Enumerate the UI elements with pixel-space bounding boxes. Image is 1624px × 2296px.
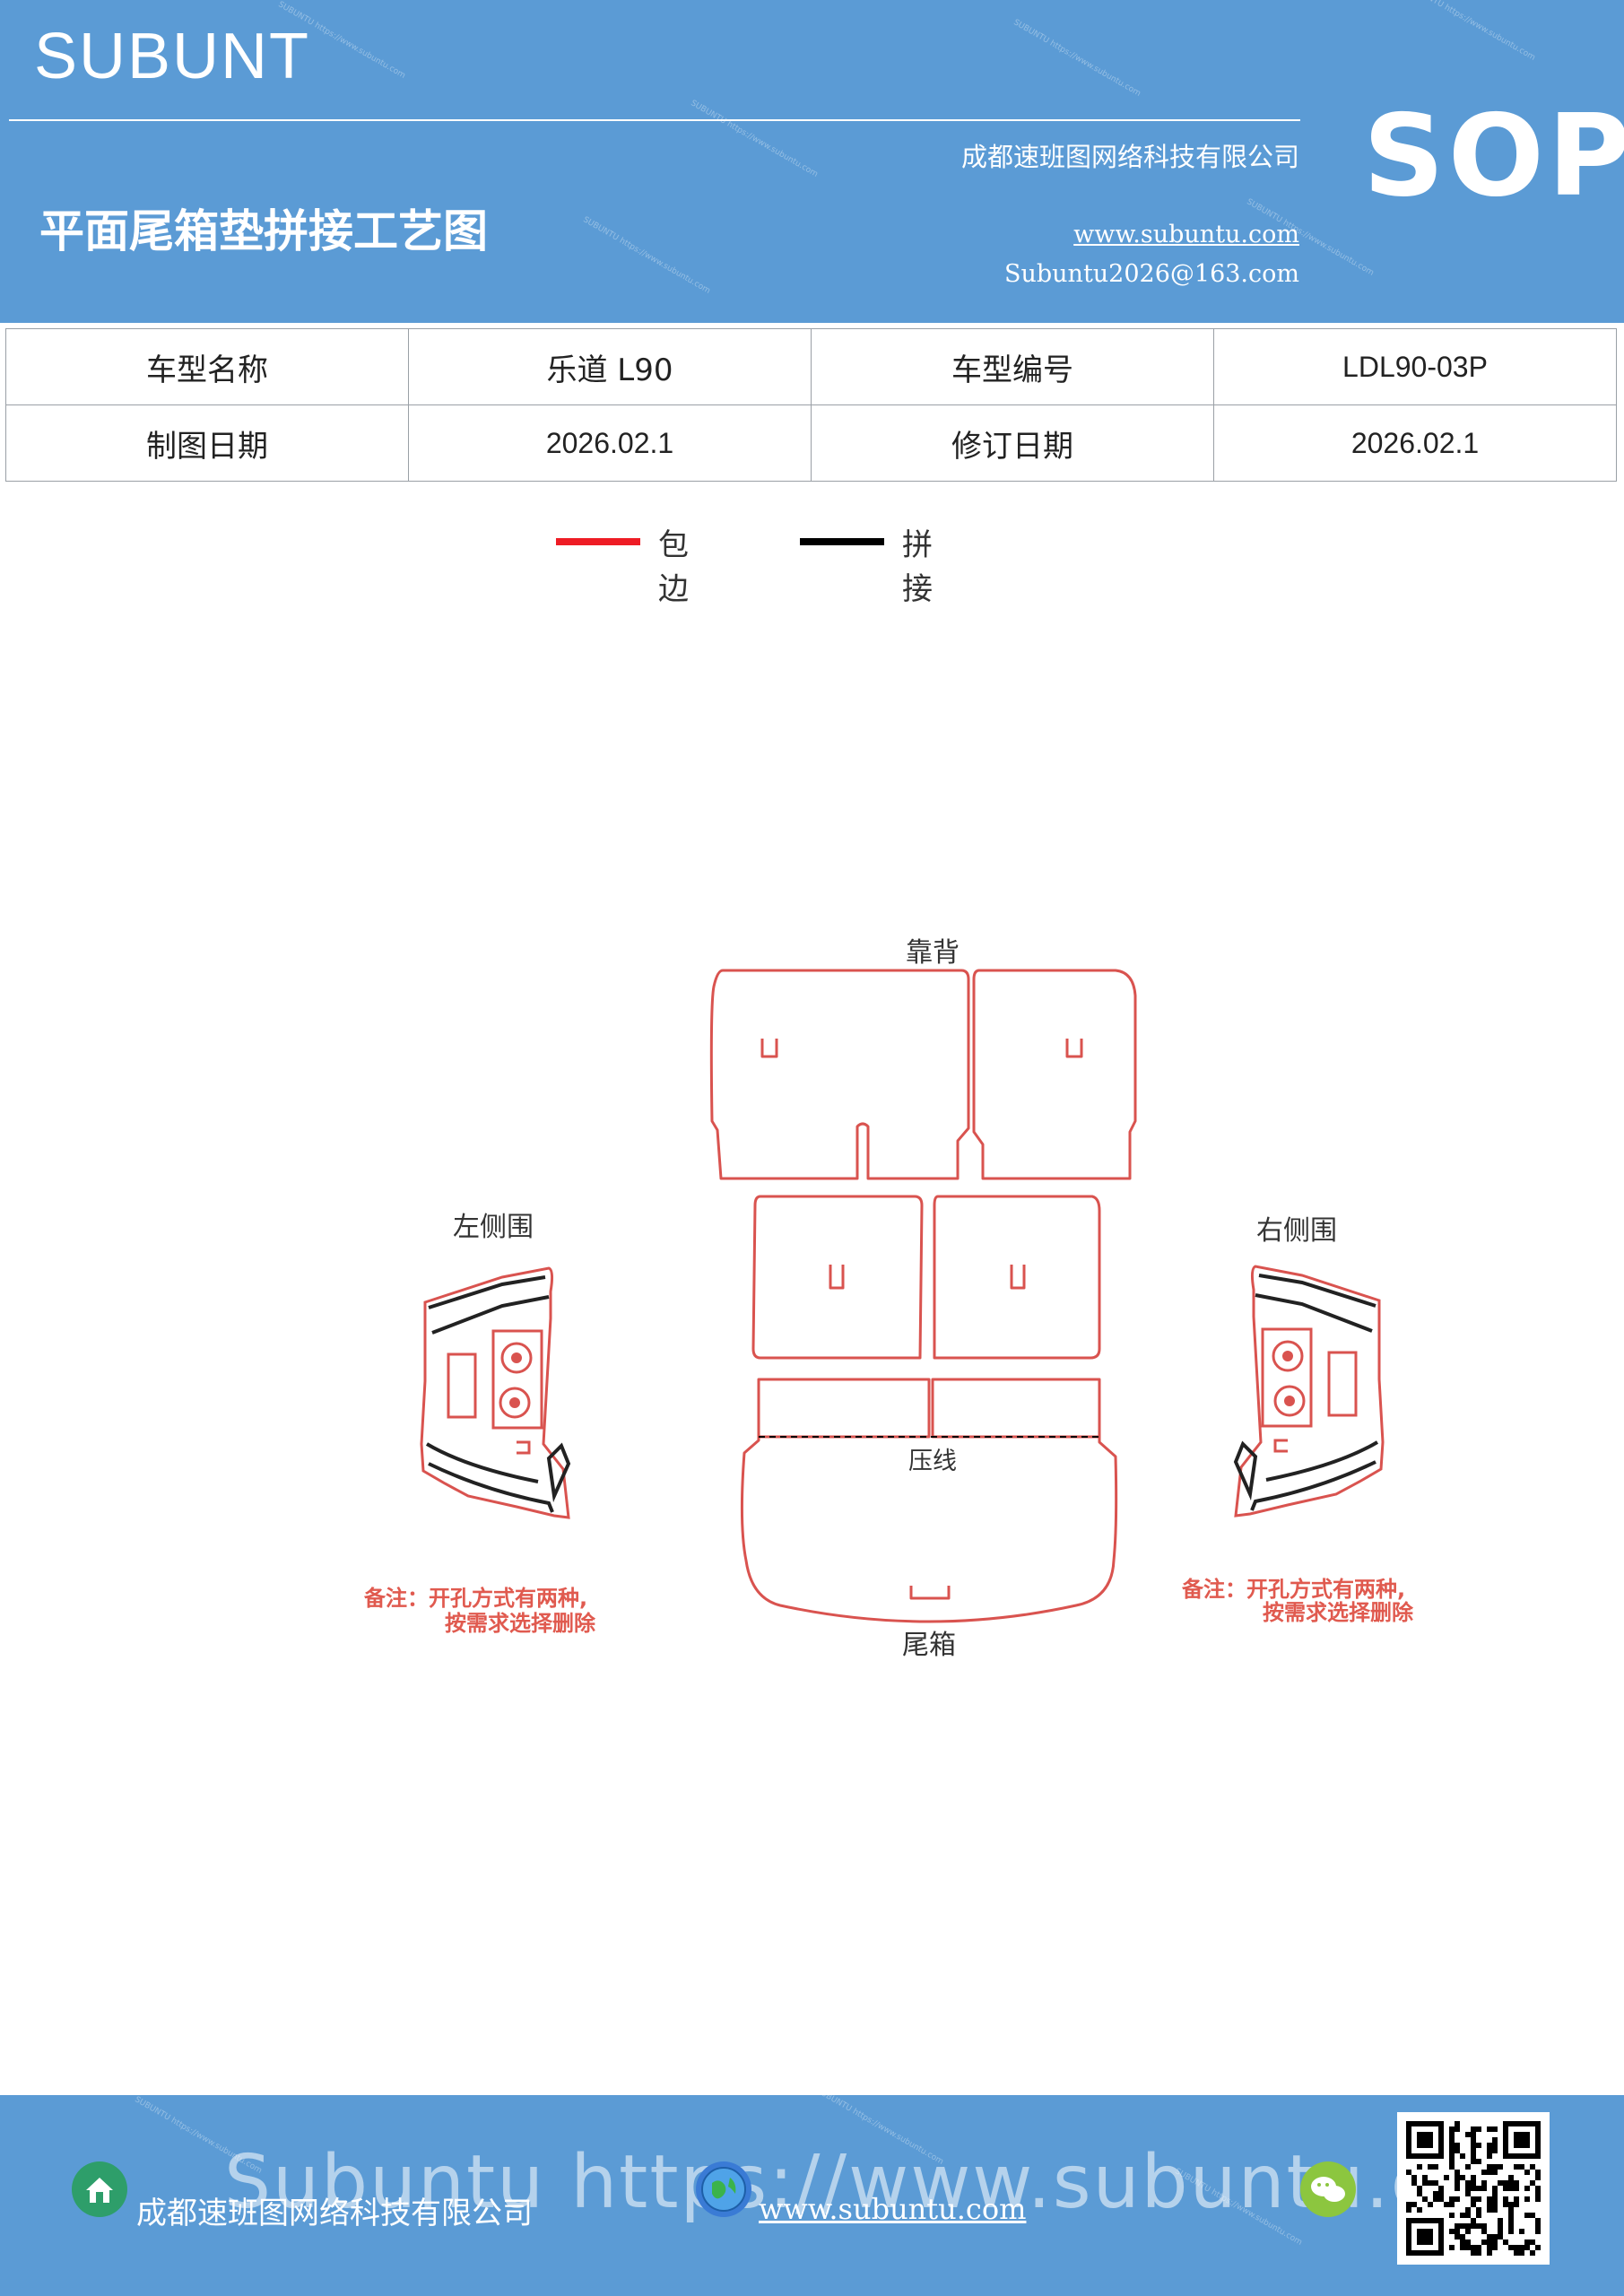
table-value: 2026.02.1: [408, 404, 812, 482]
table-value: 乐道 L90: [408, 328, 812, 405]
note-right-line2: 按需求选择删除: [1263, 1600, 1414, 1625]
sop-label: SOP: [1363, 90, 1624, 222]
footer-website-link[interactable]: www.subuntu.com: [759, 2192, 1027, 2226]
middle-left-panel: [751, 1195, 924, 1360]
table-row: 制图日期 2026.02.1 修订日期 2026.02.1: [5, 404, 1617, 482]
legend-label: 包边: [658, 527, 689, 607]
header-divider: [9, 119, 1300, 121]
legend-swatch-join: [800, 538, 884, 545]
label-left-side: 左侧围: [453, 1212, 534, 1243]
left-side-panel: [420, 1266, 571, 1519]
trunk-upper-strip-right: [931, 1378, 1101, 1439]
slot-mark: [909, 1586, 951, 1600]
legend-label: 拼接: [902, 527, 933, 607]
footer-company: 成都速班图网络科技有限公司: [136, 2196, 533, 2231]
company-name: 成都速班图网络科技有限公司: [960, 142, 1299, 172]
label-backrest: 靠背: [906, 937, 960, 969]
slot-mark: [760, 1039, 778, 1058]
website-link[interactable]: www.subuntu.com: [1073, 221, 1299, 248]
globe-icon: [696, 2161, 751, 2217]
slot-mark: [829, 1265, 845, 1290]
slot-mark: [1065, 1039, 1083, 1058]
document-title: 平面尾箱垫拼接工艺图: [39, 205, 488, 257]
trunk-upper-strip-left: [757, 1378, 931, 1439]
note-left-line1: 备注：开孔方式有两种,: [363, 1586, 587, 1611]
table-label: 车型编号: [811, 328, 1214, 405]
right-side-panel: [1233, 1265, 1385, 1518]
slot-mark: [1010, 1265, 1026, 1290]
table-label: 制图日期: [5, 404, 409, 482]
table-value: 2026.02.1: [1213, 404, 1617, 482]
backrest-right-panel: [972, 969, 1137, 1180]
middle-right-panel: [933, 1195, 1101, 1360]
qr-code[interactable]: [1397, 2112, 1550, 2265]
trunk-main-panel: [740, 1437, 1118, 1623]
brand-name: SUBUNT: [34, 21, 311, 92]
label-right-side: 右侧围: [1256, 1215, 1337, 1247]
header-banner: SUBUNTU https://www.subuntu.com SUBUNTU …: [0, 0, 1624, 323]
table-value: LDL90-03P: [1213, 328, 1617, 405]
legend-swatch-edge: [556, 538, 640, 545]
label-trunk: 尾箱: [902, 1630, 956, 1661]
note-left-line2: 按需求选择删除: [445, 1611, 596, 1636]
table-label: 修订日期: [811, 404, 1214, 482]
wechat-icon: [1300, 2161, 1356, 2217]
backrest-left-panel: [709, 969, 970, 1180]
home-icon: [72, 2161, 127, 2217]
email-address[interactable]: Subuntu2026@163.com: [1004, 260, 1299, 288]
table-label: 车型名称: [5, 328, 409, 405]
label-crease: 压线: [908, 1448, 957, 1475]
table-row: 车型名称 乐道 L90 车型编号 LDL90-03P: [5, 328, 1617, 405]
vehicle-info-table: 车型名称 乐道 L90 车型编号 LDL90-03P 制图日期 2026.02.…: [5, 328, 1617, 482]
note-right-line1: 备注：开孔方式有两种,: [1181, 1577, 1405, 1602]
